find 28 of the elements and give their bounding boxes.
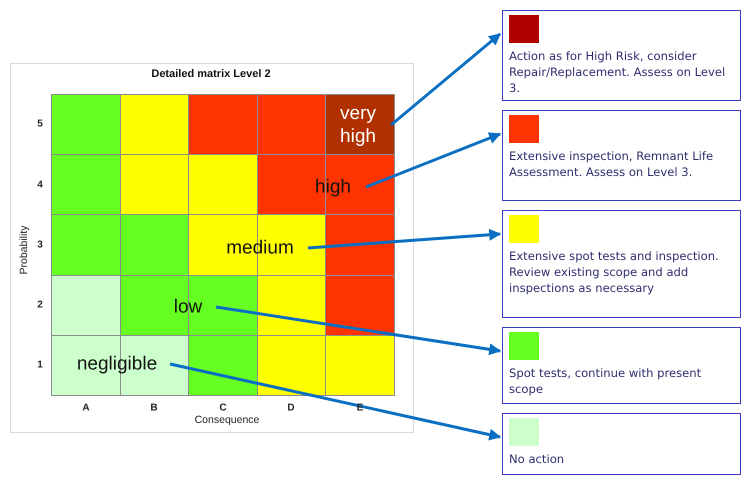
chart-title: Detailed matrix Level 2	[150, 68, 272, 80]
action-box	[502, 327, 741, 404]
axis-tick-label: 5	[37, 118, 43, 130]
action-box	[502, 413, 741, 475]
axis-tick-label: C	[219, 402, 227, 414]
axis-tick-label: B	[150, 402, 158, 414]
action-text: Extensive spot tests and inspection. Review existing scope and add inspections as necessary	[509, 248, 720, 296]
axis-tick-label: A	[82, 402, 90, 414]
arrow	[365, 132, 502, 188]
action-box	[502, 210, 741, 318]
risk-level-label: very high	[328, 102, 388, 148]
axis-tick-label: D	[287, 402, 295, 414]
axis-tick-label: 1	[37, 360, 43, 370]
risk-level-label: low	[163, 296, 213, 318]
arrow	[216, 306, 502, 356]
axis-tick-label: 3	[37, 240, 43, 250]
risk-level-label: negligible	[67, 352, 167, 376]
arrow	[308, 228, 502, 250]
action-box	[502, 110, 741, 201]
action-text: Action as for High Risk, consider Repair/Replacement. Assess on Level 3.	[509, 48, 726, 96]
action-text: Spot tests, continue with present scope	[509, 365, 702, 397]
axis-tick-label: 4	[37, 180, 43, 190]
axis-title: Consequence	[194, 414, 260, 426]
axis-title: Probability	[18, 225, 30, 275]
action-text: Extensive inspection, Remnant Life Assessment. Assess on Level 3.	[509, 148, 714, 180]
action-text: No action	[509, 451, 566, 467]
axis-tick-label: 2	[37, 300, 43, 310]
action-box	[502, 10, 741, 101]
